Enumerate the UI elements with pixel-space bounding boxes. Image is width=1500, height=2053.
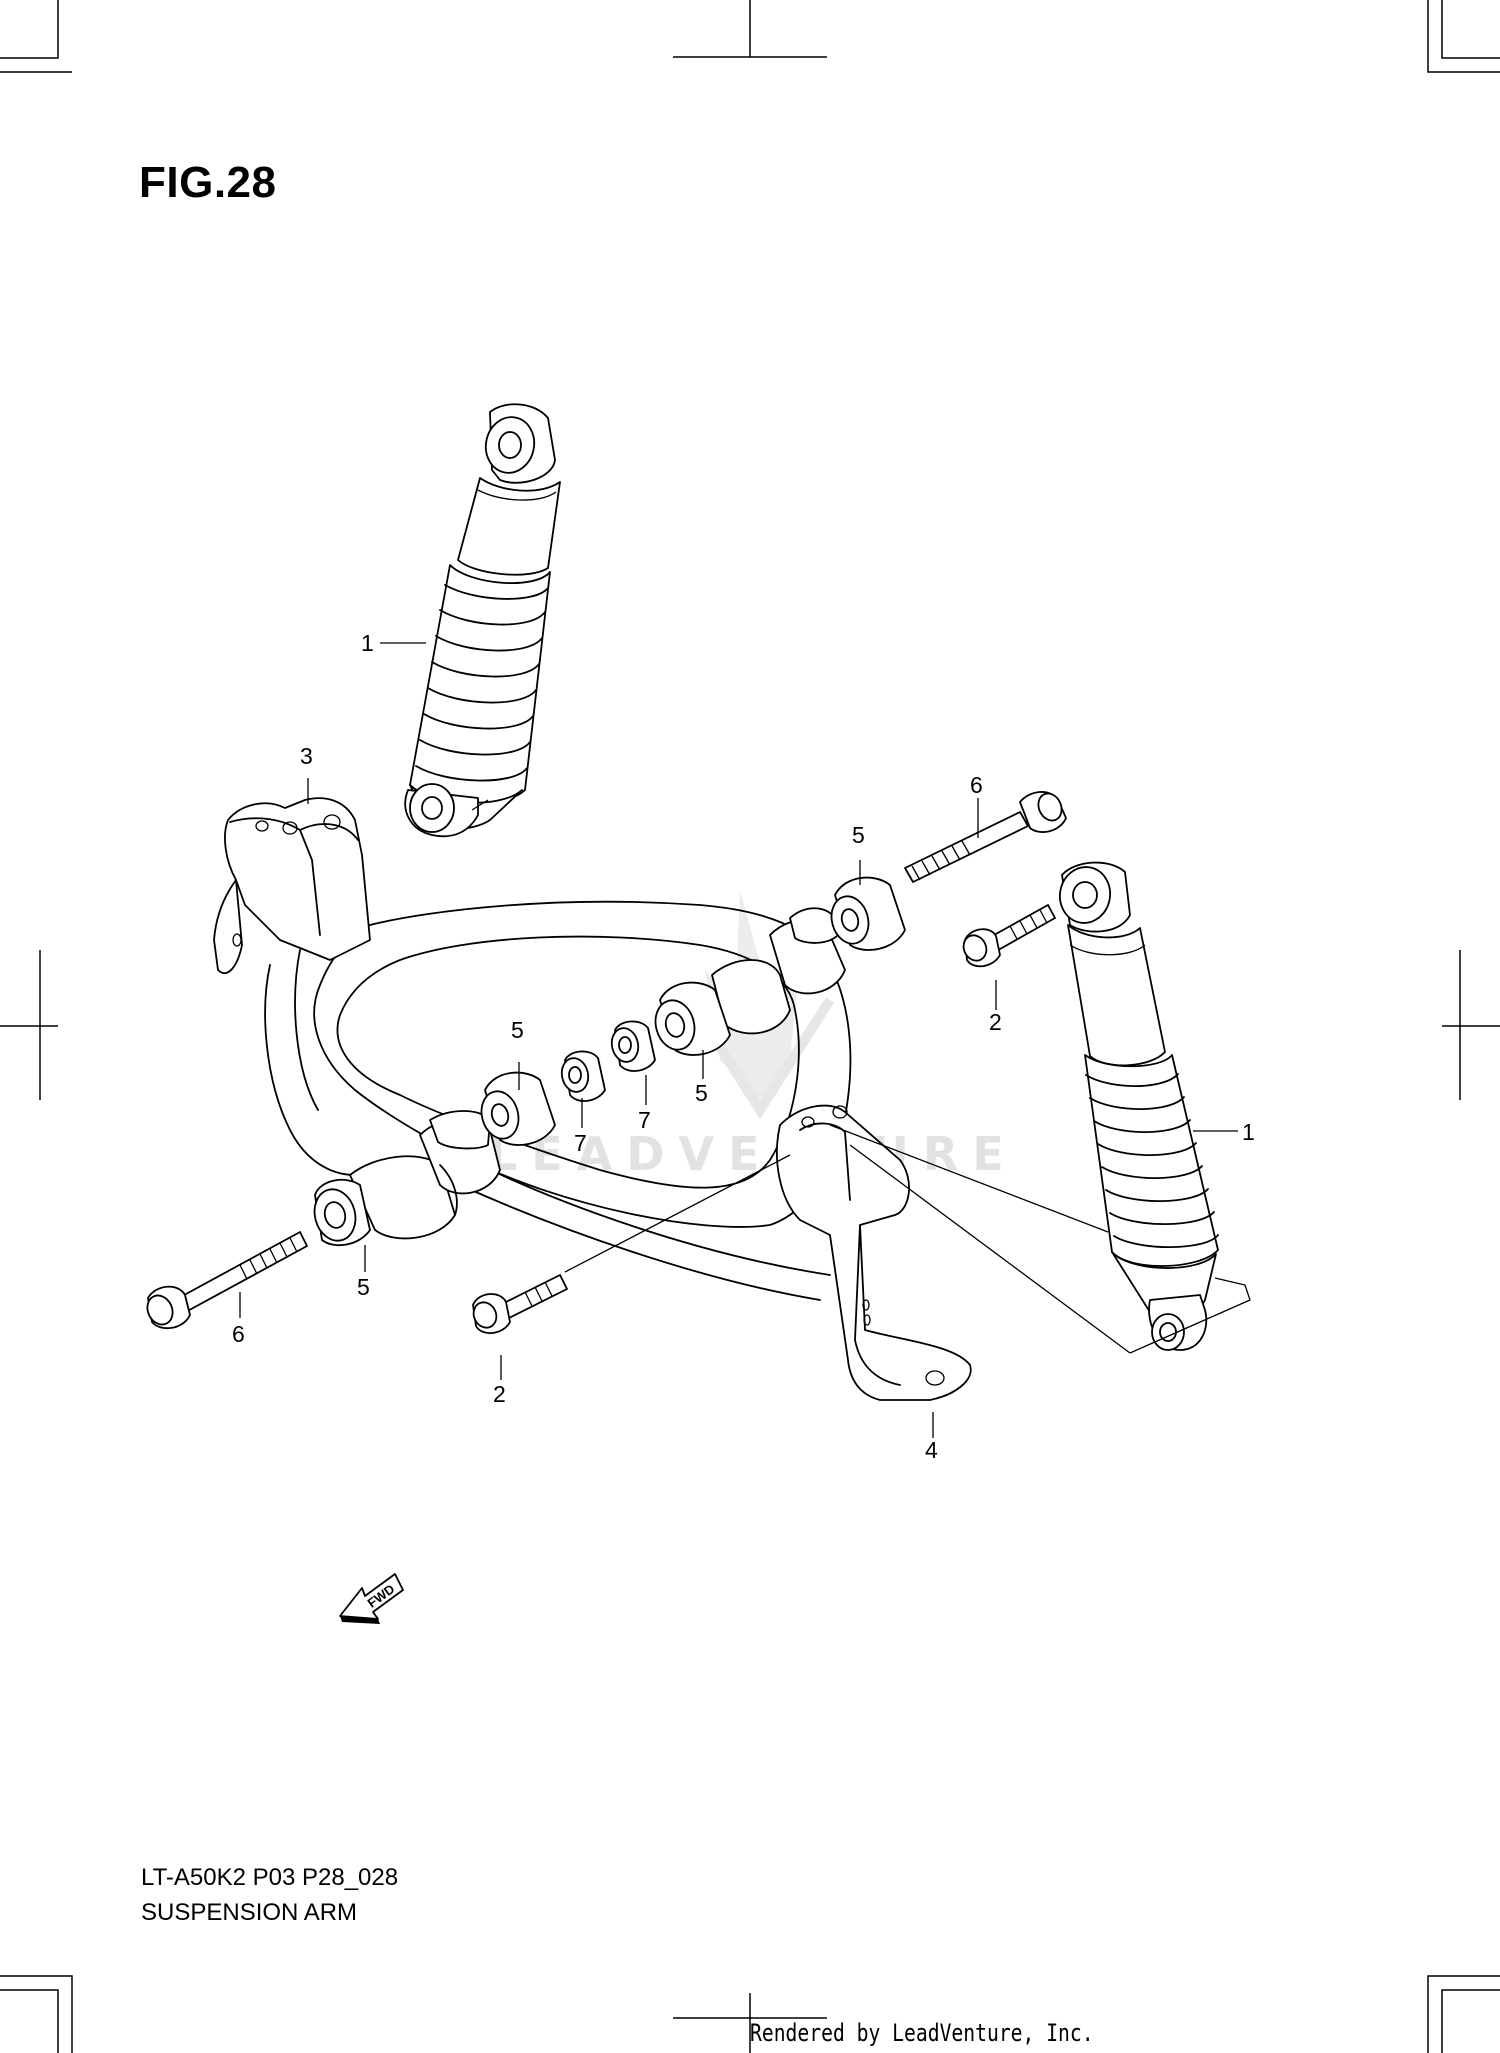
callout-bolt-right: 2 xyxy=(989,1009,1002,1035)
collar-left xyxy=(560,1050,606,1102)
callout-shock-left: 1 xyxy=(361,630,374,656)
long-bolt-right xyxy=(904,791,1067,883)
bushing-center-right xyxy=(654,981,731,1056)
callout-numbers: 1 1 3 4 2 2 6 6 5 5 5 5 7 7 xyxy=(232,630,1255,1463)
short-bolt-right xyxy=(962,904,1056,968)
lower-pivot-tube xyxy=(349,1110,501,1240)
long-bolt-left xyxy=(146,1231,308,1330)
shock-absorber-right xyxy=(1059,861,1219,1351)
suspension-arm xyxy=(264,900,852,1301)
callout-rear-bracket: 3 xyxy=(300,743,313,769)
drawing-caption: SUSPENSION ARM xyxy=(141,1899,358,1926)
bushing-upper-right xyxy=(830,876,906,951)
shock-absorber-left xyxy=(404,403,561,838)
front-bracket xyxy=(776,1104,972,1401)
callout-bushing-upper-right: 5 xyxy=(852,822,865,848)
watermark-text: LEADVENTURE xyxy=(488,1127,1018,1181)
callout-front-bracket: 4 xyxy=(925,1437,938,1463)
bushing-lower-left xyxy=(313,1178,371,1247)
callout-shock-right: 1 xyxy=(1242,1119,1255,1145)
callout-long-bolt-left: 6 xyxy=(232,1321,245,1347)
leadventure-watermark: LEADVENTURE xyxy=(488,890,1018,1181)
bushing-center-left xyxy=(480,1071,556,1146)
callout-leaders xyxy=(239,642,1238,1438)
assembly-guide-lines xyxy=(564,1124,1251,1354)
callout-bushing-center-right: 5 xyxy=(695,1080,708,1106)
figure-title: FIG.28 xyxy=(139,158,277,207)
callout-long-bolt-right: 6 xyxy=(970,772,983,798)
collar-right xyxy=(610,1020,656,1072)
upper-pivot-tube xyxy=(711,907,846,1035)
callout-collar-right: 7 xyxy=(638,1107,651,1133)
callout-bolt-left: 2 xyxy=(493,1381,506,1407)
forward-direction-arrow: FWD xyxy=(339,1573,404,1624)
rear-bracket xyxy=(213,797,371,975)
drawing-code: LT-A50K2 P03 P28_028 xyxy=(141,1864,399,1891)
callout-collar-left: 7 xyxy=(574,1130,587,1156)
callout-bushing-lower-left: 5 xyxy=(357,1274,370,1300)
callout-bushing-center-left: 5 xyxy=(511,1017,524,1043)
render-credit: Rendered by LeadVenture, Inc. xyxy=(750,2019,1094,2047)
short-bolt-left xyxy=(472,1274,568,1334)
